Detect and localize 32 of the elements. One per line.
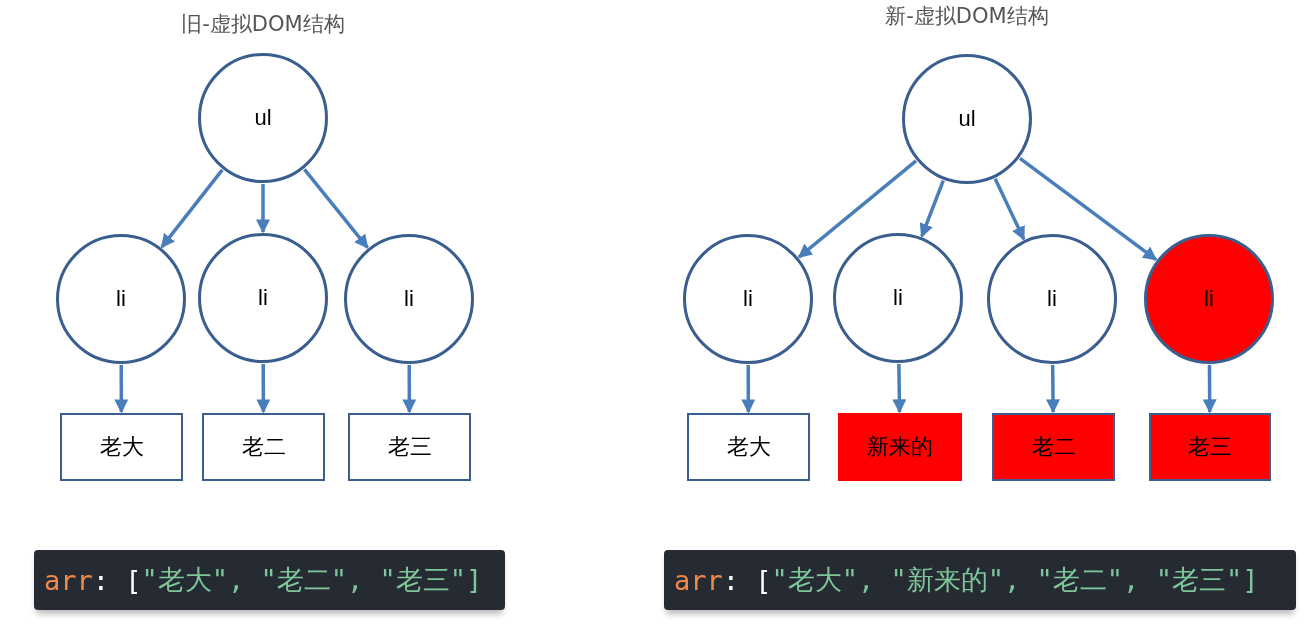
arrow: [160, 168, 224, 249]
circle-node: li: [683, 234, 813, 364]
circle-node: li: [198, 233, 328, 363]
heading: 新-虚拟DOM结构: [885, 3, 1049, 30]
text-box: 老大: [687, 413, 810, 481]
arrow: [993, 177, 1026, 241]
arrow: [1046, 365, 1060, 414]
arrow: [919, 179, 945, 238]
text-box: 老二: [202, 413, 325, 481]
arrow: [303, 168, 369, 249]
arrow: [402, 365, 417, 414]
text-box: 老大: [60, 413, 183, 481]
arrow: [1018, 157, 1158, 261]
arrow: [741, 365, 756, 414]
circle-node: li: [987, 234, 1117, 364]
circle-node: ul: [902, 54, 1032, 184]
circle-node: li: [56, 234, 186, 364]
arrow: [256, 184, 270, 234]
arrow: [1202, 365, 1217, 414]
text-box: 老三: [1149, 413, 1271, 481]
circle-node: ul: [198, 53, 328, 183]
arrow: [256, 364, 271, 414]
arrow: [114, 365, 129, 414]
text-box: 老二: [992, 413, 1115, 481]
arrow: [892, 363, 907, 414]
arrow: [797, 159, 918, 259]
circle-node: li: [833, 233, 963, 363]
heading: 旧-虚拟DOM结构: [181, 11, 345, 38]
text-box: 老三: [348, 413, 471, 481]
circle-node: li: [1144, 234, 1274, 364]
text-box: 新来的: [838, 413, 962, 481]
circle-node: li: [344, 234, 474, 364]
